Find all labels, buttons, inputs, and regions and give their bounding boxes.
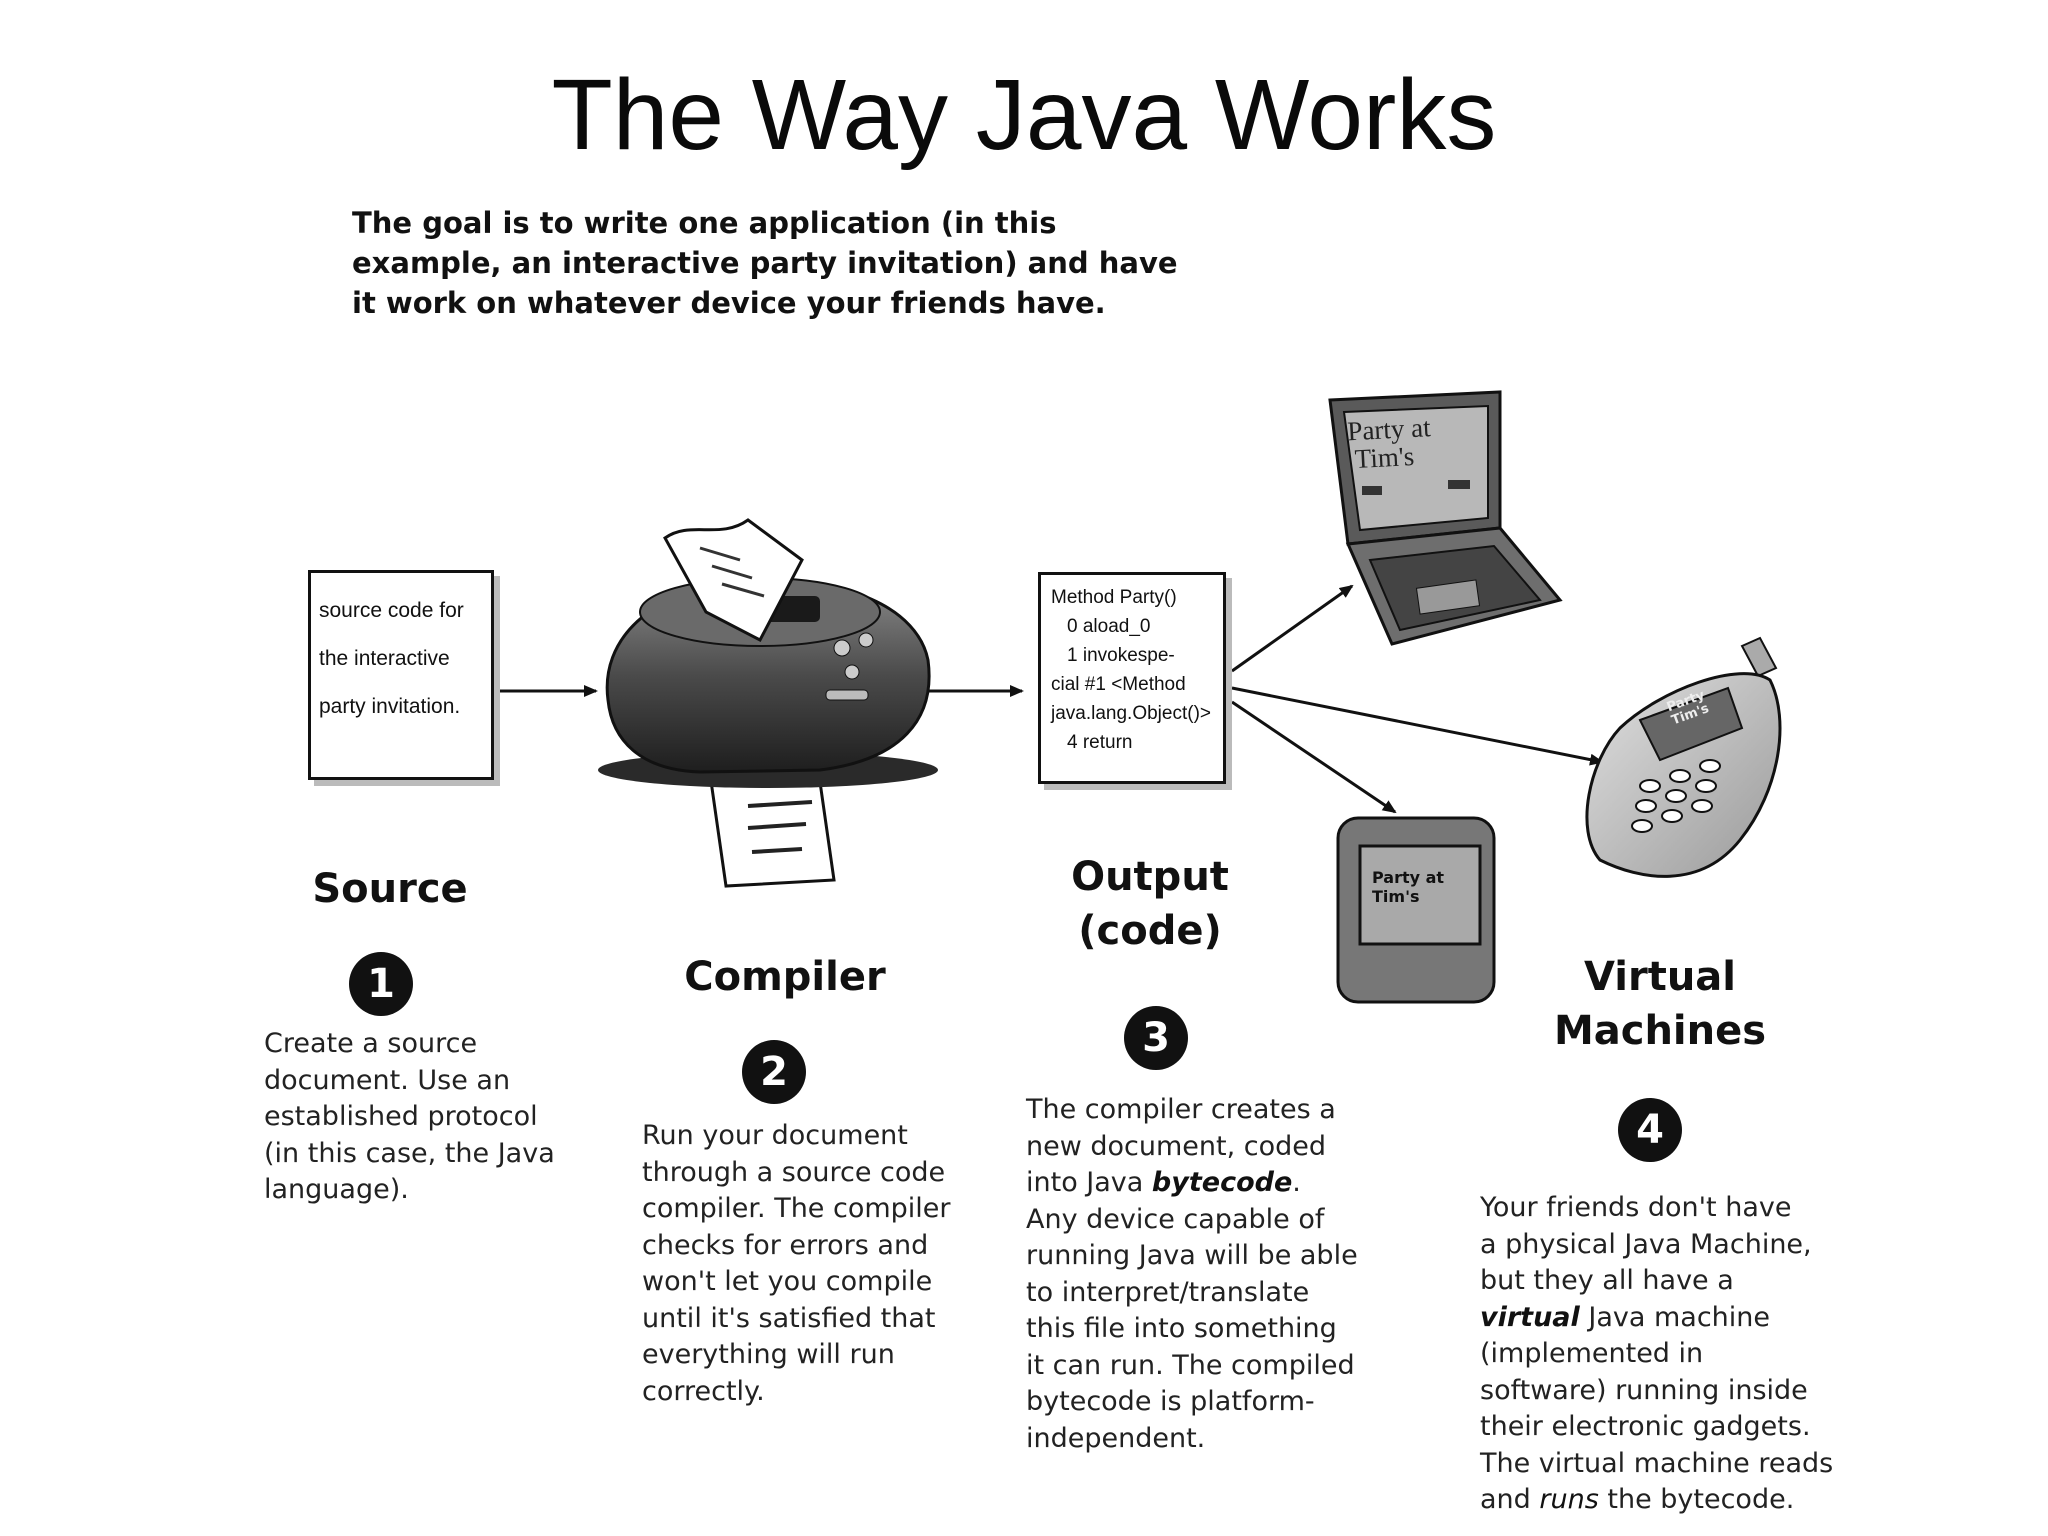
bytecode-line: 1 invokespe- xyxy=(1067,645,1175,666)
source-document: source code for the interactive party in… xyxy=(308,570,494,780)
source-description: Create a source document. Use an establi… xyxy=(264,1026,584,1209)
desc-line: and runs the bytecode. xyxy=(1480,1482,1840,1519)
desc-line: correctly. xyxy=(642,1375,765,1407)
desc-line: Create a source xyxy=(264,1028,478,1059)
bytecode-document: Method Party() 0 aload_0 1 invokespe- ci… xyxy=(1038,572,1226,784)
goal-line: The goal is to write one application (in… xyxy=(352,206,1057,240)
source-line: the interactive xyxy=(319,647,450,670)
desc-line: virtual Java machine xyxy=(1480,1300,1840,1337)
compiler-description: Run your document through a source code … xyxy=(642,1118,982,1410)
desc-text: the bytecode. xyxy=(1598,1484,1795,1515)
phone-icon xyxy=(1585,636,1782,878)
vm-label-line: Virtual xyxy=(1584,954,1736,1000)
desc-line: a physical Java Machine, xyxy=(1480,1228,1812,1260)
output-label-line: Output xyxy=(1071,854,1229,900)
desc-line: through a source code xyxy=(642,1156,946,1188)
page-title: The Way Java Works xyxy=(551,59,1497,171)
vm-label: Virtual Machines xyxy=(1540,950,1780,1058)
desc-line: The virtual machine reads xyxy=(1480,1447,1834,1479)
virtual-emphasis: virtual xyxy=(1480,1301,1580,1333)
desc-text: and xyxy=(1480,1484,1540,1515)
step-3-badge: 3 xyxy=(1124,1006,1188,1070)
laptop-screen-text: Party at Tim's xyxy=(1347,411,1480,474)
source-label: Source xyxy=(312,866,468,912)
pda-screen-line: Tim's xyxy=(1372,887,1420,906)
output-label-line: (code) xyxy=(1078,908,1222,954)
step-1-badge: 1 xyxy=(349,952,413,1016)
desc-line: software) running inside xyxy=(1480,1374,1808,1406)
desc-text: . xyxy=(1292,1167,1301,1198)
desc-line: until it's satisfied that xyxy=(642,1302,936,1334)
desc-line: checks for errors and xyxy=(642,1229,929,1261)
pda-screen-line: Party at xyxy=(1372,868,1445,887)
step-2-badge: 2 xyxy=(742,1040,806,1104)
compiler-label: Compiler xyxy=(684,954,886,1000)
step-4-badge: 4 xyxy=(1618,1098,1682,1162)
goal-line: it work on whatever device your friends … xyxy=(352,286,1106,320)
output-description: The compiler creates a new document, cod… xyxy=(1026,1092,1396,1457)
goal-line: example, an interactive party invitation… xyxy=(352,246,1178,280)
desc-line: new document, coded xyxy=(1026,1130,1327,1162)
pda-screen-text: Party at Tim's xyxy=(1372,868,1452,906)
desc-line: (implemented in xyxy=(1480,1338,1704,1369)
desc-line: into Java bytecode. xyxy=(1026,1165,1396,1202)
desc-line: this file into something xyxy=(1026,1313,1337,1344)
goal-statement: The goal is to write one application (in… xyxy=(352,203,1292,323)
desc-line: won't let you compile xyxy=(642,1266,933,1297)
laptop-icon xyxy=(1328,390,1563,646)
desc-line: (in this case, the Java xyxy=(264,1137,555,1169)
bytecode-line: java.lang.Object()> xyxy=(1051,703,1211,724)
arrow-output-to-pda xyxy=(1231,700,1397,814)
bytecode-emphasis: bytecode xyxy=(1151,1167,1293,1198)
desc-line: bytecode is platform- xyxy=(1026,1386,1315,1417)
pda-icon xyxy=(1336,816,1496,1004)
desc-line: Your friends don't have xyxy=(1480,1192,1792,1223)
desc-line: their electronic gadgets. xyxy=(1480,1411,1811,1442)
desc-line: running Java will be able xyxy=(1026,1240,1358,1271)
vm-label-line: Machines xyxy=(1553,1008,1767,1054)
arrow-output-to-laptop xyxy=(1231,584,1354,673)
desc-line: Any device capable of xyxy=(1026,1203,1325,1235)
desc-line: independent. xyxy=(1026,1422,1206,1454)
arrow-output-to-phone xyxy=(1231,686,1604,766)
desc-line: Run your document xyxy=(642,1120,908,1151)
vm-description: Your friends don't have a physical Java … xyxy=(1480,1190,1840,1519)
bytecode-line: 0 aload_0 xyxy=(1067,616,1151,637)
desc-text: into Java xyxy=(1026,1167,1152,1198)
desc-line: document. Use an xyxy=(264,1064,511,1096)
desc-line: but they all have a xyxy=(1480,1265,1734,1296)
compiler-machine-icon xyxy=(598,518,938,888)
bytecode-line: cial #1 <Method xyxy=(1051,674,1186,695)
desc-line: The compiler creates a xyxy=(1026,1094,1336,1125)
desc-line: established protocol xyxy=(264,1101,538,1132)
desc-line: everything will run xyxy=(642,1339,895,1370)
source-line: source code for xyxy=(319,599,464,622)
bytecode-line: Method Party() xyxy=(1051,587,1177,608)
desc-line: compiler. The compiler xyxy=(642,1193,951,1224)
bytecode-line: 4 return xyxy=(1067,732,1133,753)
source-line: party invitation. xyxy=(319,695,461,718)
desc-line: it can run. The compiled xyxy=(1026,1349,1355,1381)
output-label: Output (code) xyxy=(1050,850,1250,958)
desc-line: language). xyxy=(264,1174,409,1205)
desc-text: Java machine xyxy=(1579,1301,1771,1333)
runs-emphasis: runs xyxy=(1539,1484,1599,1515)
desc-line: to interpret/translate xyxy=(1026,1276,1310,1308)
